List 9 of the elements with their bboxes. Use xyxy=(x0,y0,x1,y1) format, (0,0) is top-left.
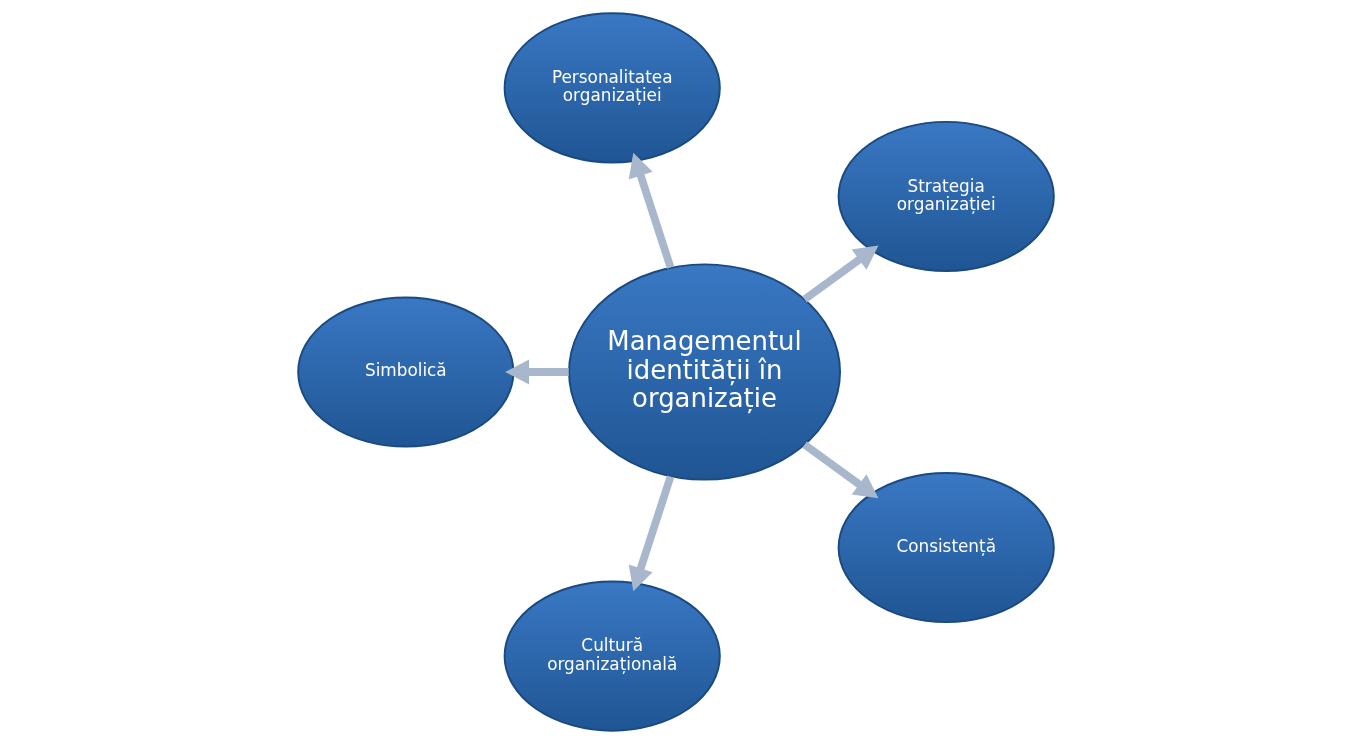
node-ellipse: Managementul identității în organizație xyxy=(568,263,841,481)
node-ellipse: Cultură organizațională xyxy=(503,580,721,732)
node-ellipse: Personalitatea organizației xyxy=(503,12,721,164)
arrow xyxy=(802,245,879,303)
arrow xyxy=(628,475,675,592)
arrow xyxy=(505,359,569,385)
arrow xyxy=(628,152,675,269)
arrow xyxy=(802,441,879,499)
node-ellipse: Simbolică xyxy=(297,296,515,448)
